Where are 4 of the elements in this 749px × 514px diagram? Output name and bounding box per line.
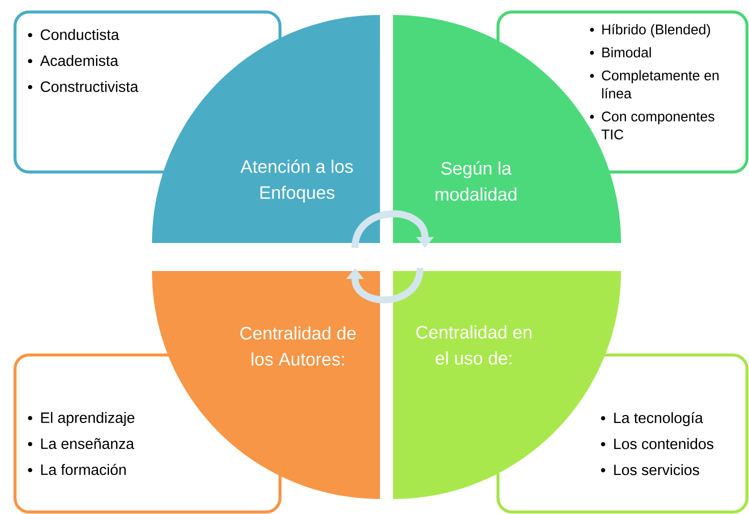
cycle-arrow <box>346 268 424 304</box>
quadrant-segment: Centralidad de los Autores: <box>152 271 380 499</box>
quadrant-segment: Atención a los Enfoques <box>152 15 380 243</box>
cycle-arrow <box>352 210 434 248</box>
